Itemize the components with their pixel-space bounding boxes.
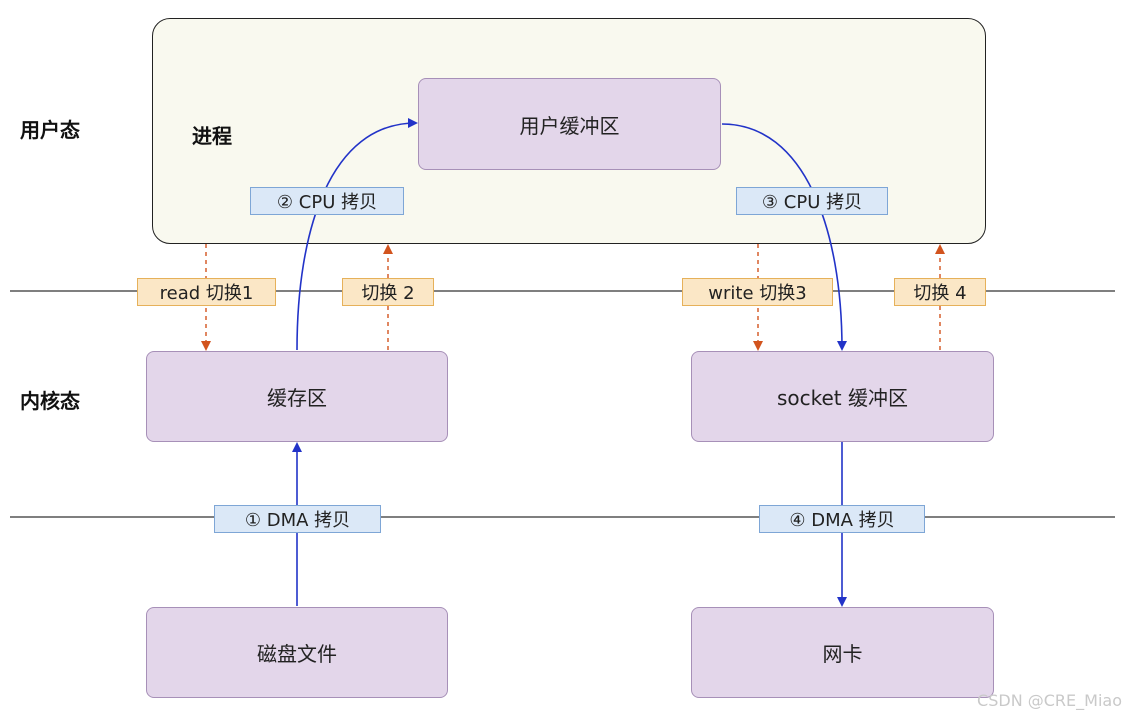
cache-buffer-box: 缓存区 bbox=[146, 351, 448, 442]
switch-2-tag: 切换 2 bbox=[342, 278, 434, 306]
write-switch-3-tag: write 切换3 bbox=[682, 278, 833, 306]
read-switch-1-tag: read 切换1 bbox=[137, 278, 276, 306]
watermark: CSDN @CRE_Miao bbox=[977, 691, 1122, 710]
nic-box: 网卡 bbox=[691, 607, 994, 698]
cpu-copy-2-tag: ② CPU 拷贝 bbox=[250, 187, 404, 215]
cpu-copy-2-arrow bbox=[296, 118, 418, 351]
dma-copy-1-tag: ① DMA 拷贝 bbox=[214, 505, 381, 533]
user-buffer-box: 用户缓冲区 bbox=[418, 78, 721, 170]
cpu-copy-3-tag: ③ CPU 拷贝 bbox=[736, 187, 888, 215]
cpu-copy-3-arrow bbox=[721, 123, 847, 351]
socket-buffer-box: socket 缓冲区 bbox=[691, 351, 994, 442]
switch-4-tag: 切换 4 bbox=[894, 278, 986, 306]
user-mode-label: 用户态 bbox=[20, 118, 80, 142]
kernel-mode-label: 内核态 bbox=[20, 389, 80, 413]
process-label: 进程 bbox=[192, 124, 232, 148]
dma-copy-4-tag: ④ DMA 拷贝 bbox=[759, 505, 925, 533]
disk-file-box: 磁盘文件 bbox=[146, 607, 448, 698]
